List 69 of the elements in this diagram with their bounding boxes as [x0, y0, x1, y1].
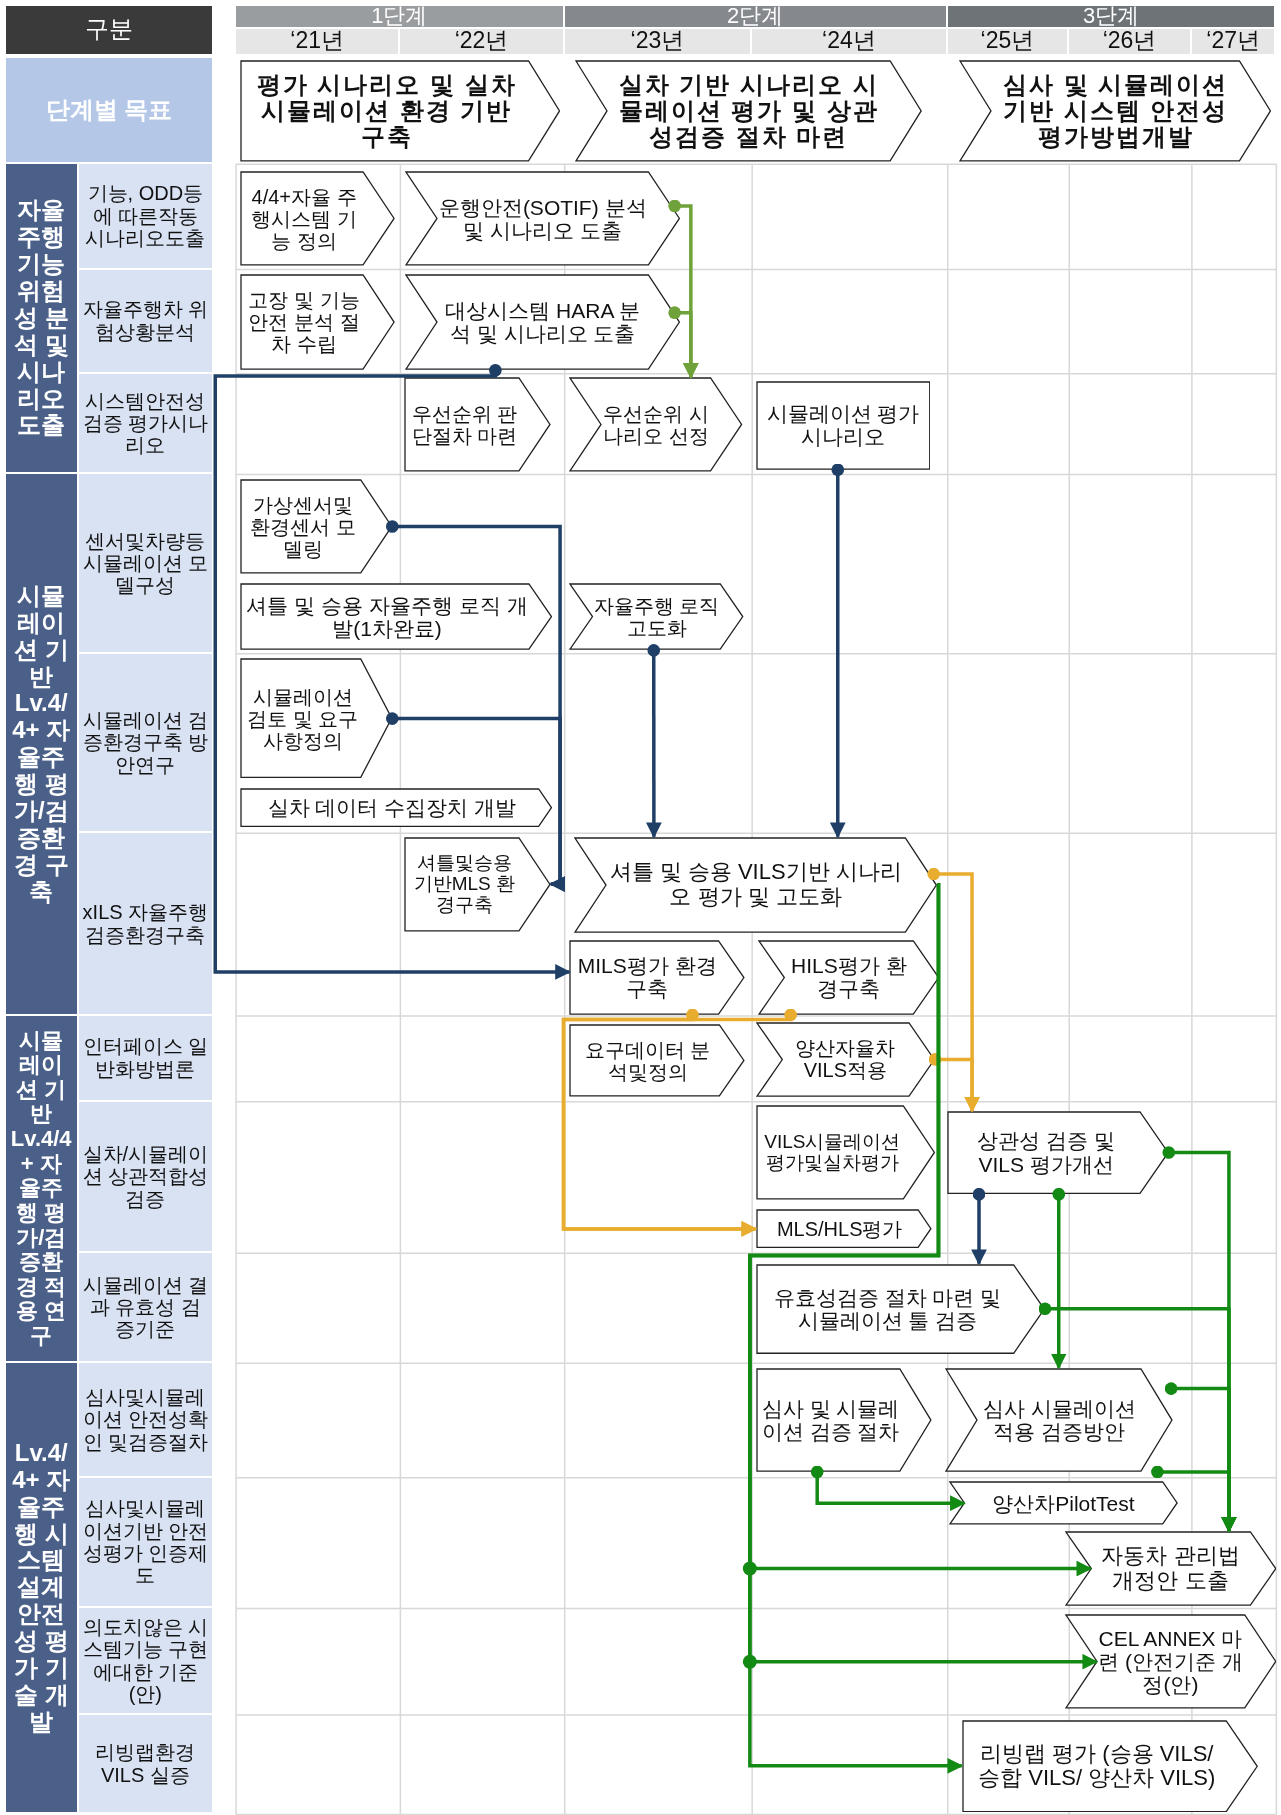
- year-header: ‘24년: [752, 28, 948, 56]
- row-header: 리빙랩환경 VILS 실증: [78, 1714, 215, 1815]
- connector-arrow: [646, 644, 662, 839]
- task-box: 심사 및 시뮬레이션 검증 절차: [755, 1367, 932, 1472]
- task-box: 셔틀 및 승용 자율주행 로직 개발(1차완료): [239, 583, 552, 651]
- task-box: 우선순위 시나리오 선정: [569, 377, 743, 473]
- task-box: 대상시스템 HARA 분석 및 시나리오 도출: [405, 274, 681, 371]
- task-box: 4/4+자율 주행시스템 기능 정의: [239, 171, 395, 267]
- year-header: ‘21년: [236, 28, 401, 56]
- task-box: 요구데이터 분석및정의: [569, 1024, 746, 1097]
- row-header: 단계별 목표: [5, 57, 215, 165]
- task-box: MILS평가 환경구축: [569, 939, 746, 1015]
- task-box: 자율주행 로직고도화: [569, 583, 745, 651]
- category-header: Lv.4/4+ 자율주행 시스템 설계 안전성 평가 기술 개발: [5, 1363, 79, 1815]
- column-header: 구분: [5, 5, 215, 56]
- task-box: 양산차PilotTest: [948, 1481, 1178, 1526]
- connector-arrow: [213, 364, 571, 980]
- row-header: 시스템안전성 검증 평가시나리오: [78, 373, 215, 475]
- row-header: 심사및시뮬레이션 안전성확인 및검증절차: [78, 1363, 215, 1478]
- category-header: 시뮬레이션 기반 Lv.4/4+ 자율주행 평가/검증환경 구축: [5, 474, 79, 1016]
- row-header: 의도치않은 시스템기능 구현에대한 기준(안): [78, 1608, 215, 1715]
- phase-header: 2단계: [564, 5, 948, 29]
- row-header: 심사및시뮬레이션기반 안전성평가 인증제도: [78, 1477, 215, 1609]
- row-header: 실차/시뮬레이션 상관적합성 검증: [78, 1101, 215, 1254]
- year-header: ‘22년: [400, 28, 565, 56]
- row-header: 시뮬레이션 검증환경구축 방안연구: [78, 653, 215, 834]
- connector-arrow: [386, 712, 565, 892]
- connector-arrow: [928, 1053, 980, 1113]
- connector-arrow: [829, 463, 846, 839]
- task-box: 심사 및 시뮬레이션 기반 시스템 안전성 평가방법개발: [959, 60, 1272, 162]
- task-box: 운행안전(SOTIF) 분석 및 시나리오 도출: [405, 171, 681, 267]
- task-box: CEL ANNEX 마련 (안전기준 개정(안): [1064, 1614, 1277, 1710]
- task-box: 실차 데이터 수집장치 개발: [239, 788, 552, 828]
- connector-arrow: [1050, 1187, 1067, 1370]
- task-box: 실차 기반 시나리오 시뮬레이션 평가 및 상관성검증 절차 마련: [575, 60, 923, 162]
- connector-arrow: [810, 1465, 966, 1512]
- row-header: 인터페이스 일반화방법론: [78, 1016, 215, 1102]
- row-header: 기능, ODD등에 따른작동 시나리오도출: [78, 164, 215, 270]
- connector-arrow: [1151, 1465, 1237, 1533]
- year-header: ‘26년: [1069, 28, 1192, 56]
- row-header: xILS 자율주행 검증환경구축: [78, 833, 215, 1016]
- task-box: MLS/HLS평가: [755, 1209, 932, 1249]
- year-header: ‘27년: [1191, 28, 1277, 56]
- category-header: 시뮬레이션 기반 Lv.4/4+ 자율주행 평가/검증환경 적용 연구: [5, 1016, 79, 1364]
- row-header: 센서및차량등 시뮬레이션 모델구성: [78, 474, 215, 654]
- task-box: 셔틀및승용 기반MLS 환경구축: [403, 836, 551, 932]
- process-box: 시뮬레이션 평가시나리오: [755, 380, 931, 470]
- task-box: 심사 시뮬레이션 적용 검증방안: [945, 1367, 1174, 1472]
- connector-arrow: [668, 306, 699, 379]
- row-header: 자율주행차 위험상황분석: [78, 269, 215, 374]
- connector-arrow: [748, 882, 964, 1774]
- task-box: 양산자율차 VILS적용: [755, 1021, 935, 1097]
- task-box: 시뮬레이션 검토 및 요구사항정의: [239, 658, 393, 779]
- task-box: HILS평가 환경구축: [757, 939, 940, 1015]
- phase-header: 1단계: [236, 5, 565, 29]
- category-header: 자율주행 기능 위험성 분석 및 시나리오 도출: [5, 164, 79, 475]
- task-box: 평가 시나리오 및 실차 시뮬레이션 환경 기반 구축: [239, 60, 561, 162]
- task-box: VILS시뮬레이션평가및실차평가: [755, 1105, 935, 1200]
- task-box: 셔틀 및 승용 VILS기반 시나리오 평가 및 고도화: [573, 836, 938, 933]
- task-box: 우선순위 판단절차 마련: [403, 377, 551, 473]
- task-box: 고장 및 기능 안전 분석 절차 수립: [239, 274, 395, 371]
- phase-header: 3단계: [947, 5, 1277, 29]
- year-header: ‘23년: [564, 28, 753, 56]
- connector-arrow: [971, 1187, 987, 1266]
- task-box: 자동차 관리법 개정안 도출: [1064, 1530, 1277, 1607]
- task-box: 리빙랩 평가 (승용 VILS/ 승합 VILS/ 양산차 VILS): [961, 1719, 1258, 1813]
- row-header: 시뮬레이션 결과 유효성 검증기준: [78, 1253, 215, 1364]
- connector-arrow: [561, 1008, 797, 1237]
- year-header: ‘25년: [947, 28, 1070, 56]
